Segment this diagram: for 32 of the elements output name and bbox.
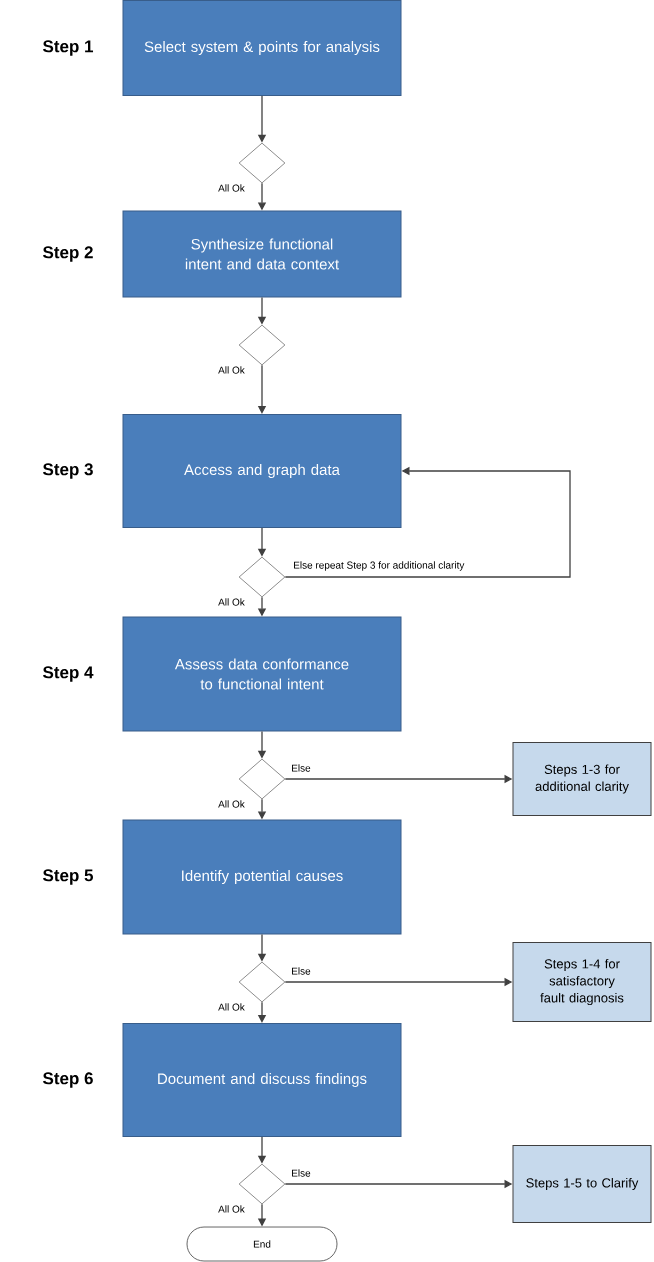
end-terminator: End bbox=[186, 1226, 338, 1262]
step-label: Step 4 bbox=[43, 666, 94, 682]
process-box: Access and graph data bbox=[122, 414, 402, 528]
edge-label: All Ok bbox=[218, 1205, 245, 1213]
edge-label: Else bbox=[292, 764, 311, 772]
process-box: Identify potential causes bbox=[122, 819, 402, 935]
process-box: Document and discuss findings bbox=[122, 1023, 402, 1137]
edge-label: All Ok bbox=[218, 1003, 245, 1011]
return-box: Steps 1-5 to Clarify bbox=[512, 1145, 652, 1223]
edge-label: All Ok bbox=[218, 366, 245, 374]
return-box: Steps 1-4 for satisfactory fault diagnosis bbox=[512, 942, 652, 1022]
decision-diamond bbox=[238, 142, 286, 184]
step-label: Step 1 bbox=[43, 40, 94, 56]
process-box: Synthesize functional intent and data context bbox=[122, 210, 402, 298]
decision-diamond bbox=[238, 758, 286, 800]
decision-diamond bbox=[238, 556, 286, 598]
step-label: Step 5 bbox=[43, 869, 94, 885]
edge-label: Else repeat Step 3 for additional clarity bbox=[294, 561, 465, 571]
return-box: Steps 1-3 for additional clarity bbox=[512, 742, 652, 816]
step-label: Step 3 bbox=[43, 463, 93, 479]
process-box: Select system & points for analysis bbox=[122, 0, 402, 96]
step-label: Step 6 bbox=[43, 1072, 93, 1088]
edge-label: All Ok bbox=[218, 184, 245, 192]
step-label: Step 2 bbox=[43, 246, 93, 262]
edge-label: All Ok bbox=[218, 800, 245, 808]
decision-diamond bbox=[238, 324, 286, 366]
edge-label: All Ok bbox=[218, 598, 245, 606]
process-box: Assess data conformance to functional intent bbox=[122, 616, 402, 732]
edge-label: Else bbox=[292, 1169, 311, 1177]
decision-diamond bbox=[238, 961, 286, 1003]
decision-diamond bbox=[238, 1163, 286, 1205]
edge-label: Else bbox=[292, 967, 311, 975]
